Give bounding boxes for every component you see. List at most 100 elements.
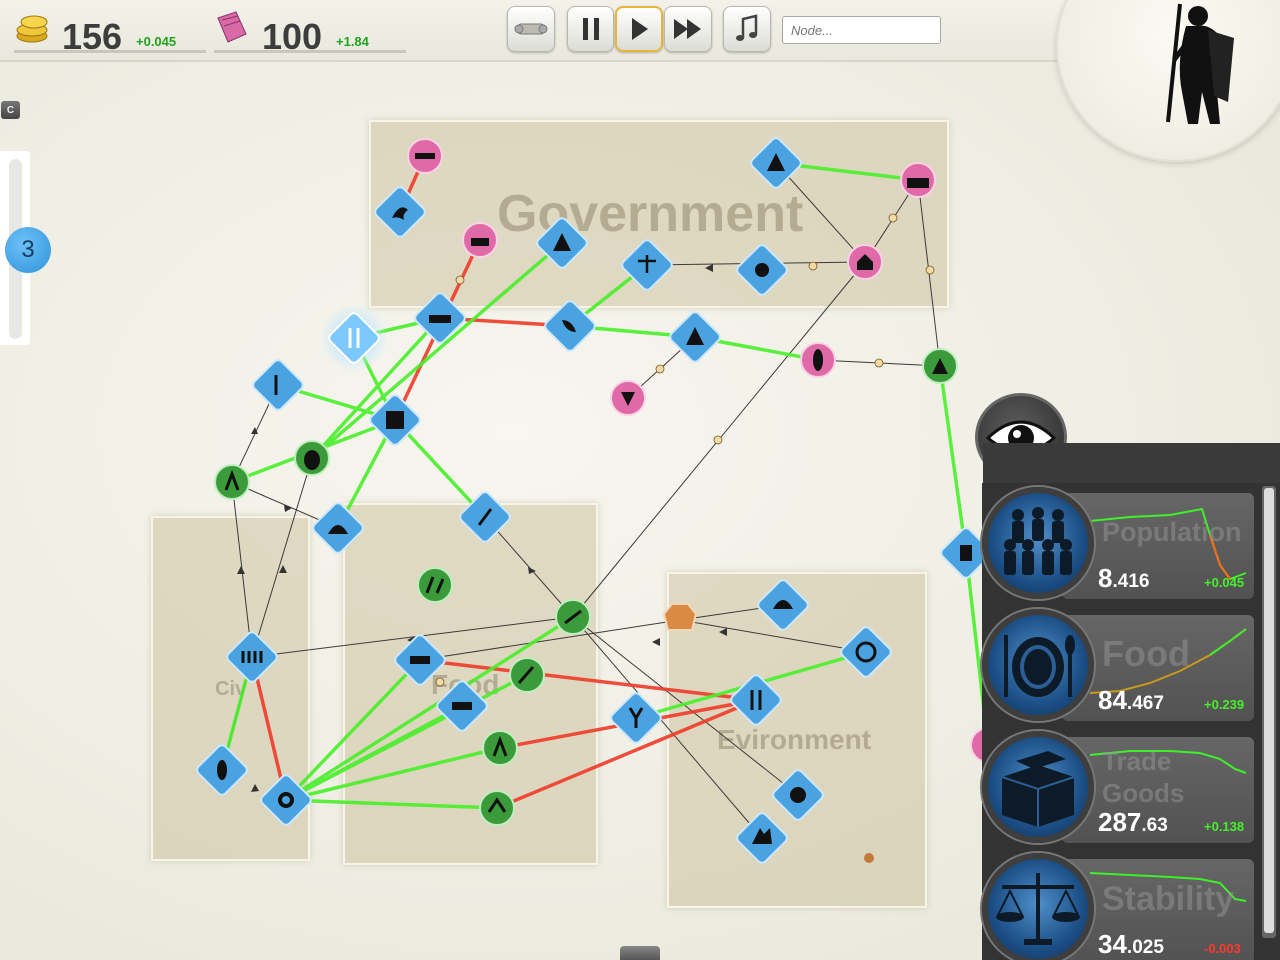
stat-value-dec: .63 [1141,815,1168,836]
arrow [251,784,259,792]
stats-scrollbar[interactable] [1262,486,1276,938]
policy-node-blue[interactable] [435,679,489,733]
population-medal [982,487,1094,599]
policy-node-pink[interactable] [462,222,498,258]
leader-portrait[interactable] [1056,0,1280,162]
wanderer-silhouette-icon [1166,3,1234,124]
policy-node-green[interactable] [482,730,518,766]
policy-node-blue[interactable] [729,673,783,727]
policy-node-pink[interactable] [407,138,443,174]
c-toggle-button[interactable]: C [1,101,20,119]
policy-node-pink[interactable] [800,342,836,378]
policy-node-green[interactable] [479,790,515,826]
link [419,658,757,702]
policy-node-blue[interactable] [735,243,789,297]
event-node-orange[interactable] [662,603,698,631]
music-button[interactable] [723,6,771,52]
link [251,616,574,658]
link [572,616,763,839]
policy-node-blue[interactable] [771,768,825,822]
trade-goods-sparkline [1090,750,1247,774]
fast-forward-icon [674,19,701,39]
stat-card [1062,493,1254,599]
arrow [279,565,287,573]
stat-food[interactable]: Food 84.467 +0.239 [982,609,1262,727]
arrow [237,566,245,574]
policy-node-blue[interactable] [609,691,663,745]
link [393,418,487,519]
policy-node-blue[interactable] [368,393,422,447]
policy-node-blue[interactable] [195,743,249,797]
bottom-drawer-tab[interactable] [620,946,660,960]
scroll-log-button[interactable] [507,6,555,52]
stat-stability[interactable]: Stability 34.025 -0.003 [982,853,1262,960]
policy-node-blue[interactable] [259,773,313,827]
policy-node-blue[interactable] [839,625,893,679]
stat-trade-goods[interactable]: Trade Goods 287.63 +0.138 [982,731,1262,849]
stability-medal [982,853,1094,960]
stat-value: 34.025 [1098,929,1164,960]
gold-underline [14,50,206,53]
policy-node-pink[interactable] [610,380,646,416]
policy-node-blue[interactable] [543,299,597,353]
policy-node-green[interactable] [294,440,330,476]
scroll-underline [214,50,406,53]
fast-forward-button[interactable] [664,6,712,52]
link-marker [808,261,818,271]
link-marker [713,435,723,445]
stat-value-dec: .467 [1126,693,1164,714]
policy-node-blue[interactable] [939,526,993,580]
link [775,162,866,263]
link-marker [655,364,665,374]
policy-node-blue[interactable] [668,310,722,364]
policy-node-blue[interactable] [535,216,589,270]
link [310,241,564,460]
policy-node-blue[interactable] [251,358,305,412]
link [285,704,463,802]
pause-button[interactable] [567,6,614,52]
stability-sparkline [1090,872,1247,902]
policy-node-blue[interactable] [373,185,427,239]
event-node-small[interactable] [864,853,874,863]
crates-icon [1001,751,1075,827]
stat-delta: -0.003 [1204,941,1241,956]
policy-node-blue[interactable] [225,630,279,684]
speed-slider-knob[interactable]: 3 [5,227,51,273]
link [285,746,501,802]
policy-node-blue[interactable] [749,136,803,190]
gold-delta: +0.045 [136,34,177,49]
policy-node-green[interactable] [922,348,958,384]
food-medal [982,609,1094,721]
stat-card [1062,615,1254,721]
policy-node-blue[interactable] [311,501,365,555]
policy-node-blue[interactable] [620,238,674,292]
link [938,365,968,554]
policy-node-blue[interactable] [393,633,447,687]
policy-node-green[interactable] [214,464,250,500]
policy-node-blue[interactable] [458,490,512,544]
policy-node-pink[interactable] [900,162,936,198]
policy-node-green[interactable] [509,657,545,693]
link [285,615,574,802]
policy-node-blue[interactable] [413,291,467,345]
stat-value-int: 34 [1098,929,1127,959]
stat-name: Population [1102,517,1242,547]
policy-node-blue[interactable] [756,578,810,632]
policy-node-green[interactable] [555,599,591,635]
stat-value-dec: .416 [1112,571,1150,592]
arrow [284,505,292,512]
arrow [528,567,536,574]
policy-node-pink[interactable] [847,244,883,280]
stat-value: 8.416 [1098,563,1149,594]
link [310,316,442,460]
stat-population[interactable]: Population 8.416 +0.045 [982,487,1262,605]
link [572,616,799,796]
policy-node-blue-selected[interactable] [327,311,381,365]
policy-node-green[interactable] [417,567,453,603]
stats-scroll-thumb[interactable] [1264,488,1274,933]
node-search-input[interactable] [782,16,941,44]
policy-node-blue[interactable] [735,811,789,865]
link [419,619,681,661]
play-button[interactable] [615,6,663,52]
